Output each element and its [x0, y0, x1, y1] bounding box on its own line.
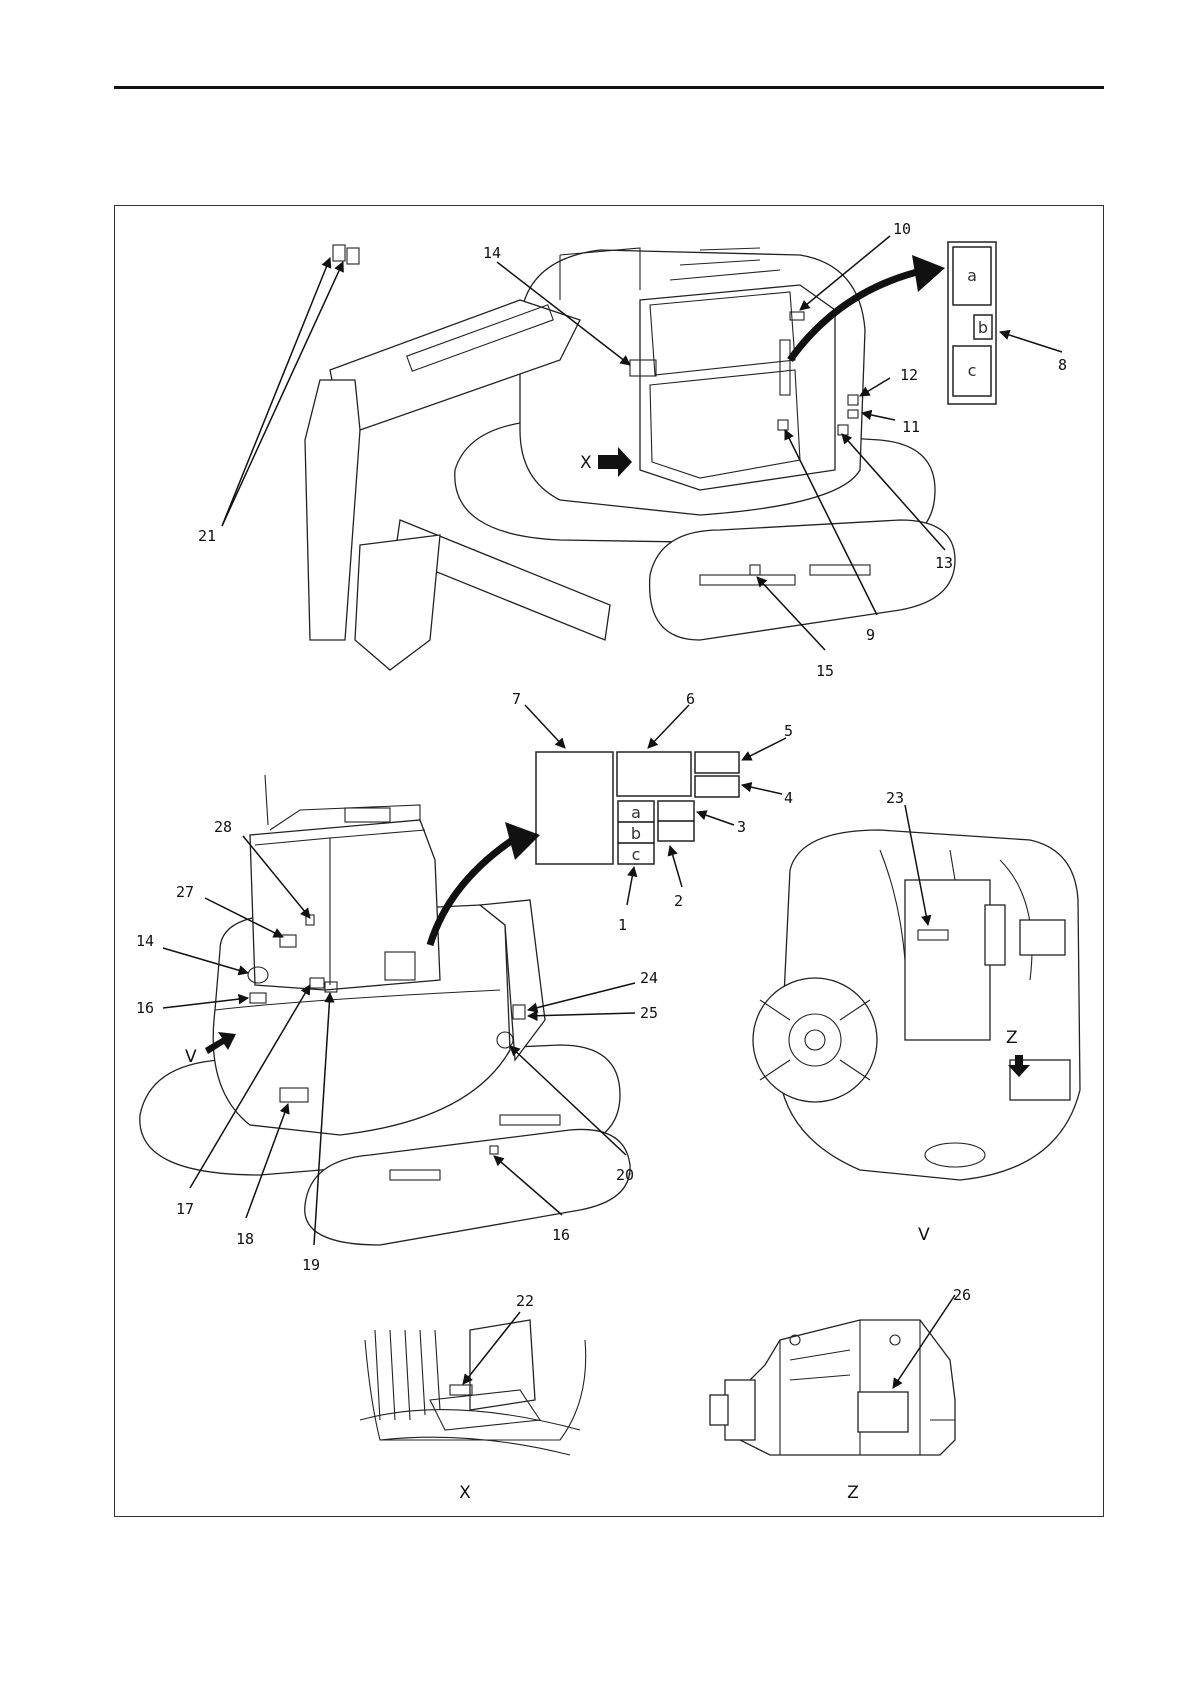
detail-view-x: 22 X: [360, 1292, 586, 1503]
callout-20: 20: [616, 1166, 634, 1184]
callout-7: 7: [512, 690, 521, 708]
callout-3: 3: [737, 818, 746, 836]
callout-17: 17: [176, 1200, 194, 1218]
callout-16-track: 16: [552, 1226, 570, 1244]
main-sublabel-b: b: [631, 824, 641, 843]
callout-10: 10: [893, 220, 911, 238]
main-sublabel-a: a: [631, 803, 641, 822]
callout-25: 25: [640, 1004, 658, 1022]
callout-12: 12: [900, 366, 918, 384]
callout-13: 13: [935, 554, 953, 572]
view-x-marker: X: [580, 453, 592, 473]
callout-8: 8: [1058, 356, 1067, 374]
callout-24: 24: [640, 969, 658, 987]
callout-14-rear: 14: [136, 932, 154, 950]
callout-6: 6: [686, 690, 695, 708]
callout-16-rear: 16: [136, 999, 154, 1017]
callout-18: 18: [236, 1230, 254, 1248]
callout-21: 21: [198, 527, 216, 545]
callout-27: 27: [176, 883, 194, 901]
callout-14-top: 14: [483, 244, 501, 262]
view-x-caption: X: [459, 1483, 471, 1503]
panel8-sublabel-a: a: [967, 266, 977, 285]
decal-panel-8: a b c: [948, 242, 996, 404]
callout-15: 15: [816, 662, 834, 680]
decal-panel-main: a b c 7 6 5 4 3 2 1: [512, 690, 793, 934]
engine-view-v: Z 23 V: [753, 789, 1080, 1245]
view-v-caption: V: [918, 1225, 930, 1245]
callout-1: 1: [618, 916, 627, 934]
callout-28: 28: [214, 818, 232, 836]
panel8-sublabel-c: c: [968, 361, 977, 380]
callout-9: 9: [866, 626, 875, 644]
callout-23: 23: [886, 789, 904, 807]
detail-view-z: 26 Z: [710, 1286, 971, 1503]
callout-26: 26: [953, 1286, 971, 1304]
callout-22: 22: [516, 1292, 534, 1310]
excavator-front-view: X: [305, 245, 955, 670]
callout-4: 4: [784, 789, 793, 807]
panel8-sublabel-b: b: [978, 318, 988, 337]
view-v-marker: V: [185, 1047, 197, 1067]
callout-2: 2: [674, 892, 683, 910]
callout-11: 11: [902, 418, 920, 436]
callout-19: 19: [302, 1256, 320, 1274]
view-z-marker: Z: [1006, 1028, 1018, 1048]
view-z-caption: Z: [847, 1483, 859, 1503]
main-sublabel-c: c: [632, 845, 641, 864]
callout-5: 5: [784, 722, 793, 740]
